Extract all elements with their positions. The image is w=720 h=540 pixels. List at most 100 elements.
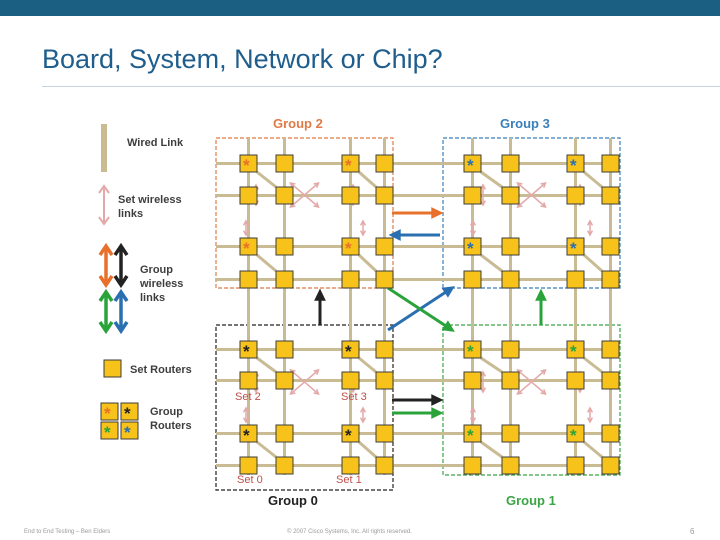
set-router: [601, 270, 620, 289]
group-router-asterisk: *: [345, 239, 352, 258]
group-wireless-blue-arrow-icon: [113, 288, 129, 335]
group-router-asterisk: *: [467, 239, 474, 258]
group-router-asterisk: *: [243, 239, 250, 258]
slide-top-bar: [0, 0, 720, 16]
set-router: [601, 371, 620, 390]
set-router: [275, 186, 294, 205]
svg-text:*: *: [104, 423, 111, 442]
set-router: [375, 270, 394, 289]
wired-link-diagonal: [480, 253, 503, 273]
set-router: [239, 186, 258, 205]
wired-link-diagonal: [583, 356, 603, 374]
set-router: [341, 186, 360, 205]
set-wireless-link-icon: [98, 184, 110, 226]
set-router: [375, 186, 394, 205]
group-router: [239, 237, 258, 256]
wired-link-diagonal: [256, 440, 277, 459]
group-router: [341, 154, 360, 173]
set-router: [341, 270, 360, 289]
wired-link-diagonal: [583, 440, 603, 459]
set-wireless-link: [359, 219, 367, 237]
set-router: [239, 456, 258, 475]
set-router: [501, 237, 520, 256]
set-router: [566, 186, 585, 205]
set-router: [463, 456, 482, 475]
set-router: [501, 371, 520, 390]
group-router-asterisk: *: [345, 156, 352, 175]
svg-text:*: *: [124, 404, 131, 423]
set-router: [601, 340, 620, 359]
wired-link-diagonal: [357, 253, 378, 273]
svg-text:*: *: [104, 404, 111, 423]
set-router: [501, 154, 520, 173]
group-router-asterisk: *: [467, 342, 474, 361]
group-router: [239, 340, 258, 359]
set-router: [501, 270, 520, 289]
group-router-asterisk: *: [570, 342, 577, 361]
wired-link-diagonal: [480, 170, 503, 189]
orange-group-link-arrow: [392, 207, 444, 219]
wired-link-diagonal: [480, 440, 503, 459]
set-router: [375, 371, 394, 390]
set-0-label: Set 0: [237, 474, 263, 486]
set-router: [341, 456, 360, 475]
black-horizontal-group-link-arrow: [392, 394, 444, 406]
set-wireless-link: [586, 219, 594, 237]
set-router: [375, 424, 394, 443]
set-router: [239, 270, 258, 289]
set-wireless-link: [359, 406, 367, 424]
group-router: [341, 424, 360, 443]
group-router-asterisk: *: [570, 156, 577, 175]
green-horizontal-group-link-arrow: [392, 407, 444, 419]
set-router: [601, 237, 620, 256]
group-router: [463, 154, 482, 173]
set-router: [601, 154, 620, 173]
set-router: [275, 371, 294, 390]
blue-group-link-arrow: [388, 229, 440, 241]
set-router: [275, 340, 294, 359]
wired-link-diagonal: [583, 253, 603, 273]
set-wireless-link: [586, 406, 594, 424]
group-0-label: Group 0: [268, 493, 318, 508]
green-diagonal-group-link-arrow: [387, 286, 455, 332]
routers: ****************: [239, 154, 620, 475]
set-router: [601, 424, 620, 443]
set-router: [275, 237, 294, 256]
green-vertical-group-link-arrow: [535, 288, 547, 325]
set-router: [375, 237, 394, 256]
wired-link-diagonal: [256, 356, 277, 374]
svg-text:*: *: [124, 423, 131, 442]
group-router-asterisk: *: [570, 426, 577, 445]
set-router: [375, 154, 394, 173]
group-router: [239, 424, 258, 443]
set-wireless-link: [469, 406, 477, 424]
set-router: [341, 371, 360, 390]
legend-set-wireless-label: Set wireless links: [118, 194, 182, 220]
group-router-asterisk: *: [467, 156, 474, 175]
set-wireless-links: [242, 181, 594, 424]
footer-left: End to End Testing – Ben Elders: [24, 529, 111, 535]
legend-group-routers-label: Group Routers: [150, 406, 192, 432]
set-router: [275, 456, 294, 475]
wired-link-diagonal: [358, 356, 377, 374]
group-router: [566, 154, 585, 173]
wired-link-diagonal: [480, 356, 503, 374]
group-router-icon: * * * *: [100, 402, 139, 442]
group-router: [463, 237, 482, 256]
wired-link-icon: [101, 124, 107, 172]
group-router-asterisk: *: [467, 426, 474, 445]
set-1-label: Set 1: [336, 474, 362, 486]
wired-link-diagonal: [256, 253, 277, 273]
group-router: [341, 237, 360, 256]
legend-wired-link-label: Wired Link: [127, 137, 184, 149]
set-router: [463, 371, 482, 390]
set-router: [501, 186, 520, 205]
group-wireless-green-arrow-icon: [98, 288, 114, 335]
group-router-asterisk: *: [243, 342, 250, 361]
legend-set-routers-label: Set Routers: [130, 364, 192, 376]
wired-link-diagonal: [358, 440, 377, 459]
group-router-asterisk: *: [345, 426, 352, 445]
set-router: [463, 186, 482, 205]
